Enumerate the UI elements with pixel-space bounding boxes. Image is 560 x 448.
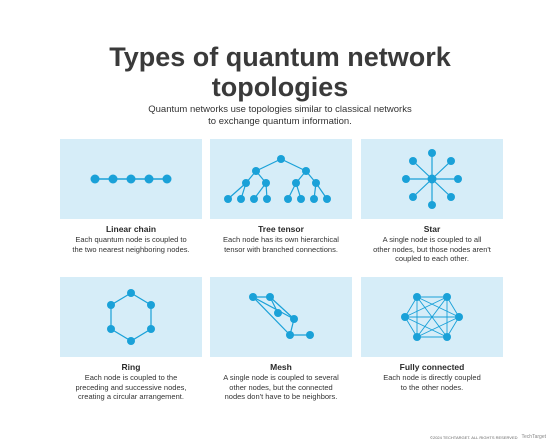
mesh-diagram: [249, 293, 314, 339]
title-line-2: topologies: [211, 72, 349, 102]
topology-name: Linear chain: [105, 224, 157, 234]
star-diagram: [402, 149, 462, 209]
title-line-1: Types of quantum network: [109, 42, 451, 72]
label-ring: Ring Each node is coupled to the precedi…: [51, 362, 211, 402]
copyright-text: ©2024 TECHTARGET. ALL RIGHTS RESERVED: [430, 434, 518, 440]
topology-desc-line-3: nodes don't have to be neighbors.: [224, 392, 338, 401]
topology-desc-line-1: Each node has its own hierarchical: [223, 235, 339, 244]
topology-desc-line-2: preceding and successive nodes,: [75, 382, 187, 392]
topology-name: Ring: [121, 362, 141, 372]
topology-desc-line-3: creating a circular arrangement.: [78, 392, 184, 401]
subtitle-line-2: to exchange quantum information.: [208, 116, 352, 127]
topology-desc-line-1: Each node is directly coupled: [383, 373, 481, 382]
panel-tree-tensor: [210, 139, 352, 219]
topology-name: Mesh: [270, 362, 292, 372]
topology-desc-line-2: the two nearest neighboring nodes.: [72, 244, 190, 254]
page-title: Types of quantum network topologies: [0, 42, 560, 102]
topology-name: Star: [423, 224, 441, 234]
panel-fully-connected: [361, 277, 503, 357]
topology-desc-line-1: A single node is coupled to several: [223, 373, 339, 382]
techtarget-logo: TechTarget: [521, 434, 546, 440]
topology-desc-line-2: other nodes, but those nodes aren't: [373, 244, 491, 254]
ring-diagram: [107, 289, 155, 345]
topology-desc-line-2: tensor with branched connections.: [224, 244, 338, 254]
topology-name: Tree tensor: [258, 224, 304, 234]
label-fully-connected: Fully connected Each node is directly co…: [352, 362, 512, 392]
tree-tensor-diagram: [224, 155, 331, 203]
subtitle-line-1: Quantum networks use topologies similar …: [148, 104, 412, 115]
panel-mesh: [210, 277, 352, 357]
topology-desc-line-1: Each node is coupled to the: [84, 373, 178, 382]
topology-desc-line-2: other nodes, but the connected: [229, 382, 333, 392]
footer: ©2024 TECHTARGET. ALL RIGHTS RESERVED Te…: [430, 434, 546, 440]
label-star: Star A single node is coupled to all oth…: [352, 224, 512, 264]
page-subtitle: Quantum networks use topologies similar …: [0, 104, 560, 128]
panel-star: [361, 139, 503, 219]
panel-ring: [60, 277, 202, 357]
linear-chain-diagram: [90, 174, 172, 184]
panel-linear-chain: [60, 139, 202, 219]
label-tree-tensor: Tree tensor Each node has its own hierar…: [201, 224, 361, 254]
topology-name: Fully connected: [399, 362, 465, 372]
topology-desc-line-1: A single node is coupled to all: [382, 235, 482, 244]
topology-desc-line-3: coupled to each other.: [395, 254, 469, 263]
topology-desc-line-1: Each quantum node is coupled to: [75, 235, 187, 244]
label-linear-chain: Linear chain Each quantum node is couple…: [51, 224, 211, 254]
topology-desc-line-2: to the other nodes.: [400, 382, 464, 392]
fully-connected-diagram: [401, 293, 463, 341]
label-mesh: Mesh A single node is coupled to several…: [201, 362, 361, 402]
